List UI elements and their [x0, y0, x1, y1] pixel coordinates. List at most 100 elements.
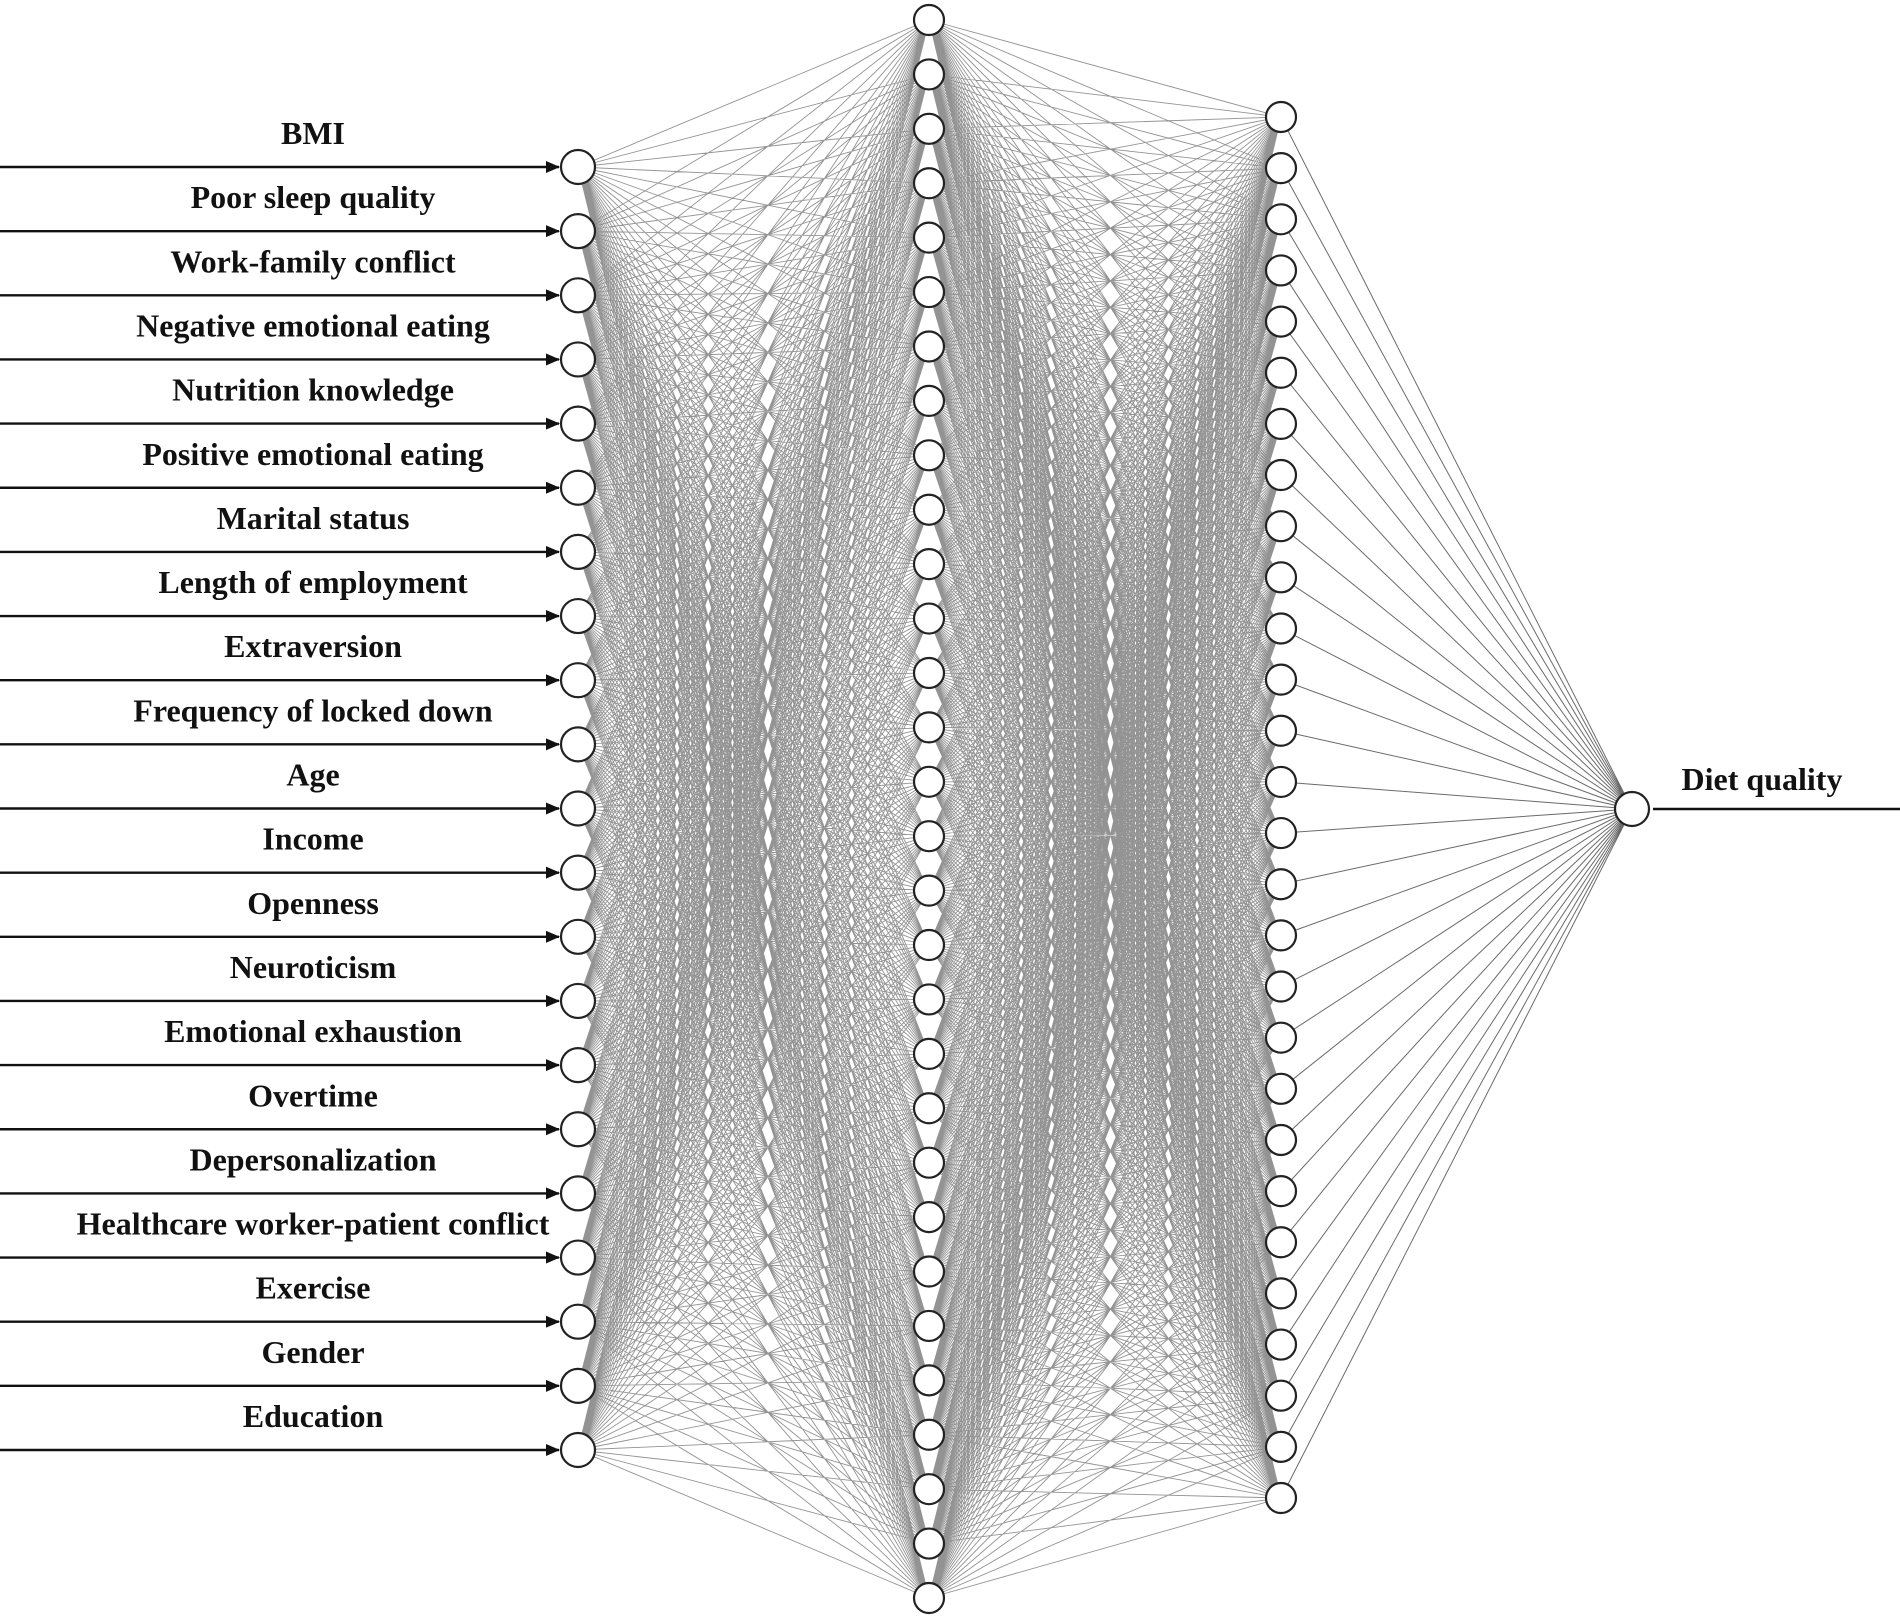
hidden1-node [912, 1255, 946, 1288]
input-label: Age [286, 757, 339, 793]
hidden2-node [1264, 1481, 1298, 1515]
hidden1-node [912, 275, 946, 309]
input-label: Gender [261, 1334, 364, 1370]
hidden2-node [1264, 714, 1298, 747]
hidden1-node [912, 112, 946, 145]
hidden1-node [912, 711, 946, 744]
output-label: Diet quality [1682, 761, 1843, 797]
hidden2-node [1264, 1328, 1298, 1361]
input-node [559, 1303, 597, 1340]
hidden1-node [912, 983, 946, 1016]
hidden2-node [1264, 1123, 1298, 1157]
input-node [559, 1175, 597, 1212]
hidden2-node [1264, 919, 1298, 952]
hidden1-node [912, 1146, 946, 1179]
input-label: Exercise [256, 1270, 371, 1306]
hidden1-node [912, 928, 946, 962]
hidden1-node [912, 439, 946, 472]
input-label: Poor sleep quality [191, 179, 436, 215]
hidden2-node [1264, 203, 1298, 236]
input-node [559, 533, 597, 571]
hidden2-node [1264, 356, 1298, 389]
input-label: Education [243, 1398, 384, 1434]
input-label: Depersonalization [189, 1141, 436, 1177]
input-label: Income [262, 821, 363, 857]
hidden2-node [1264, 100, 1298, 134]
hidden1-node [912, 765, 946, 798]
input-label: Openness [247, 885, 379, 921]
input-node [559, 918, 597, 955]
hidden2-node [1264, 1072, 1298, 1105]
input-label: Extraversion [224, 628, 402, 664]
hidden1-node [912, 548, 946, 581]
output-group: Diet quality [1653, 761, 1900, 811]
hidden2-node [1264, 1175, 1298, 1208]
hidden2-node [1264, 407, 1298, 440]
hidden2-node [1264, 1379, 1298, 1412]
input-label: Marital status [217, 500, 410, 536]
hidden1-node [912, 1473, 946, 1506]
hidden2-node [1264, 612, 1298, 645]
hidden1-node [912, 874, 946, 907]
hidden1-node [912, 1527, 946, 1560]
hidden1-node [912, 1581, 946, 1615]
input-node [559, 1367, 597, 1404]
hidden2-node [1264, 1277, 1298, 1310]
input-label: Overtime [248, 1077, 378, 1113]
hidden1-node [912, 3, 946, 37]
hidden1-node [912, 1092, 946, 1125]
connection-lines [577, 19, 1633, 1599]
output-node [1613, 790, 1651, 828]
hidden1-node [912, 167, 946, 200]
input-label: Frequency of locked down [133, 692, 493, 728]
input-node [559, 662, 597, 699]
input-node [559, 790, 597, 827]
input-node [559, 854, 597, 891]
hidden2-node [1264, 561, 1298, 594]
hidden2-node [1264, 816, 1298, 850]
hidden1-node [912, 1418, 946, 1451]
input-node [559, 341, 597, 378]
hidden1-node [912, 1364, 946, 1397]
input-node [559, 213, 597, 250]
hidden1-node [912, 1309, 946, 1343]
input-node [559, 148, 597, 186]
hidden2-node [1264, 1430, 1298, 1463]
input-node [559, 1431, 597, 1469]
input-label: BMI [281, 115, 345, 151]
hidden1-node [912, 820, 946, 853]
input-node [559, 1111, 597, 1148]
input-label: Neuroticism [230, 949, 397, 985]
input-node [559, 726, 597, 763]
hidden2-node [1264, 305, 1298, 338]
input-node [559, 1239, 597, 1276]
hidden1-node [912, 58, 946, 91]
hidden1-node [912, 1201, 946, 1234]
edges-input-to-hidden1 [577, 19, 930, 1599]
input-label: Emotional exhaustion [164, 1013, 462, 1049]
hidden1-node [912, 330, 946, 363]
input-node [559, 405, 597, 442]
input-node [559, 982, 597, 1020]
hidden2-node [1264, 152, 1298, 185]
hidden1-node [912, 493, 946, 526]
input-arrows [0, 161, 560, 1456]
hidden2-node [1264, 970, 1298, 1003]
hidden2-node [1264, 510, 1298, 543]
input-node [559, 469, 597, 506]
hidden1-node [912, 1037, 946, 1070]
hidden2-node [1264, 254, 1298, 287]
input-node [559, 597, 597, 635]
input-label: Positive emotional eating [142, 436, 483, 472]
hidden1-node [912, 221, 946, 254]
input-node [559, 277, 597, 314]
hidden2-node [1264, 458, 1298, 492]
hidden2-node [1264, 1021, 1298, 1054]
hidden1-node [912, 384, 946, 417]
input-node [559, 1046, 597, 1084]
edges-hidden2-to-output [1280, 116, 1633, 1499]
input-label: Nutrition knowledge [172, 372, 454, 408]
input-label: Length of employment [158, 564, 468, 600]
